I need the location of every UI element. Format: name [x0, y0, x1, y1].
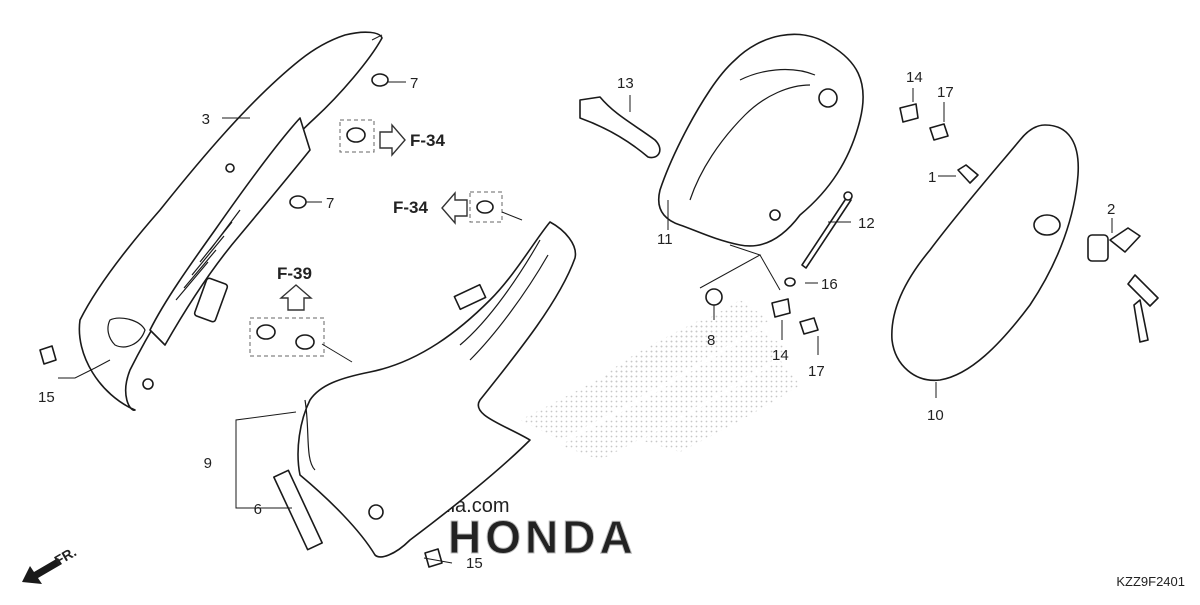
- arrow-left-icon: [441, 191, 468, 225]
- callout-11: 11: [657, 231, 673, 248]
- callout-7-top: 7: [410, 75, 418, 92]
- grommet-f34-right: [346, 127, 366, 143]
- tool-box-part-11: [658, 33, 864, 247]
- collar-14-top: [899, 103, 919, 123]
- ref-f34-left: F-34: [393, 198, 429, 217]
- grommet-7-top: [371, 73, 389, 87]
- callout-2: 2: [1107, 201, 1115, 218]
- side-cover-lower-middle: [297, 221, 577, 558]
- honda-watermark: HONDA: [448, 300, 800, 564]
- callout-1: 1: [928, 169, 936, 186]
- callout-16: 16: [821, 276, 838, 293]
- callout-12: 12: [858, 215, 875, 232]
- grommet-part-8: [705, 288, 723, 306]
- keyhole-boss: [1033, 214, 1061, 236]
- front-indicator: FR.: [22, 543, 79, 584]
- diagram-code: KZZ9F2401: [1116, 574, 1185, 589]
- collar-14-bottom: [771, 298, 791, 318]
- callout-14-bottom: 14: [772, 347, 789, 364]
- rubber-strip-part-6: [273, 469, 323, 551]
- side-cover-right-part-10: [891, 124, 1080, 382]
- clip-part-1: [957, 164, 979, 184]
- arrow-right-icon: [379, 123, 406, 157]
- callout-15-left: 15: [38, 389, 55, 406]
- side-cover-upper-left: [78, 31, 383, 411]
- hardware: [39, 73, 949, 568]
- detail-box-f39: [249, 317, 325, 357]
- arrow-up-icon: [279, 284, 313, 311]
- bolt-15-left: [39, 345, 57, 365]
- callout-9: 9: [204, 455, 212, 472]
- callout-3: 3: [202, 111, 210, 128]
- grommet-f39-b: [295, 334, 315, 350]
- callout-8: 8: [707, 332, 715, 349]
- callout-6: 6: [254, 501, 262, 518]
- callout-14-top: 14: [906, 69, 923, 86]
- band-part-13: [579, 96, 661, 159]
- leader-lines: [58, 34, 1113, 564]
- bolt-17-bottom: [799, 317, 819, 335]
- honda-wordmark: HONDA: [448, 511, 637, 563]
- callout-17-bottom: 17: [808, 363, 825, 380]
- collar-part-16: [784, 277, 796, 287]
- grommet-f39-a: [256, 324, 276, 340]
- bolt-17-top: [929, 123, 949, 141]
- key-lock-part-2: [1087, 227, 1159, 343]
- detail-box-f34-right: [339, 119, 375, 153]
- bolt-15-bottom: [424, 548, 443, 568]
- callout-17-top: 17: [937, 84, 954, 101]
- callout-13: 13: [617, 75, 634, 92]
- ref-f39: F-39: [277, 264, 312, 283]
- detail-box-f34-left: [469, 191, 503, 223]
- grommet-f34-left: [476, 200, 494, 214]
- grommet-7-mid: [289, 195, 307, 209]
- ref-f34-right: F-34: [410, 131, 446, 150]
- front-arrow-icon: [22, 558, 62, 584]
- callout-7-mid: 7: [326, 195, 334, 212]
- callout-15-bottom: 15: [466, 555, 483, 572]
- callout-10: 10: [927, 407, 944, 424]
